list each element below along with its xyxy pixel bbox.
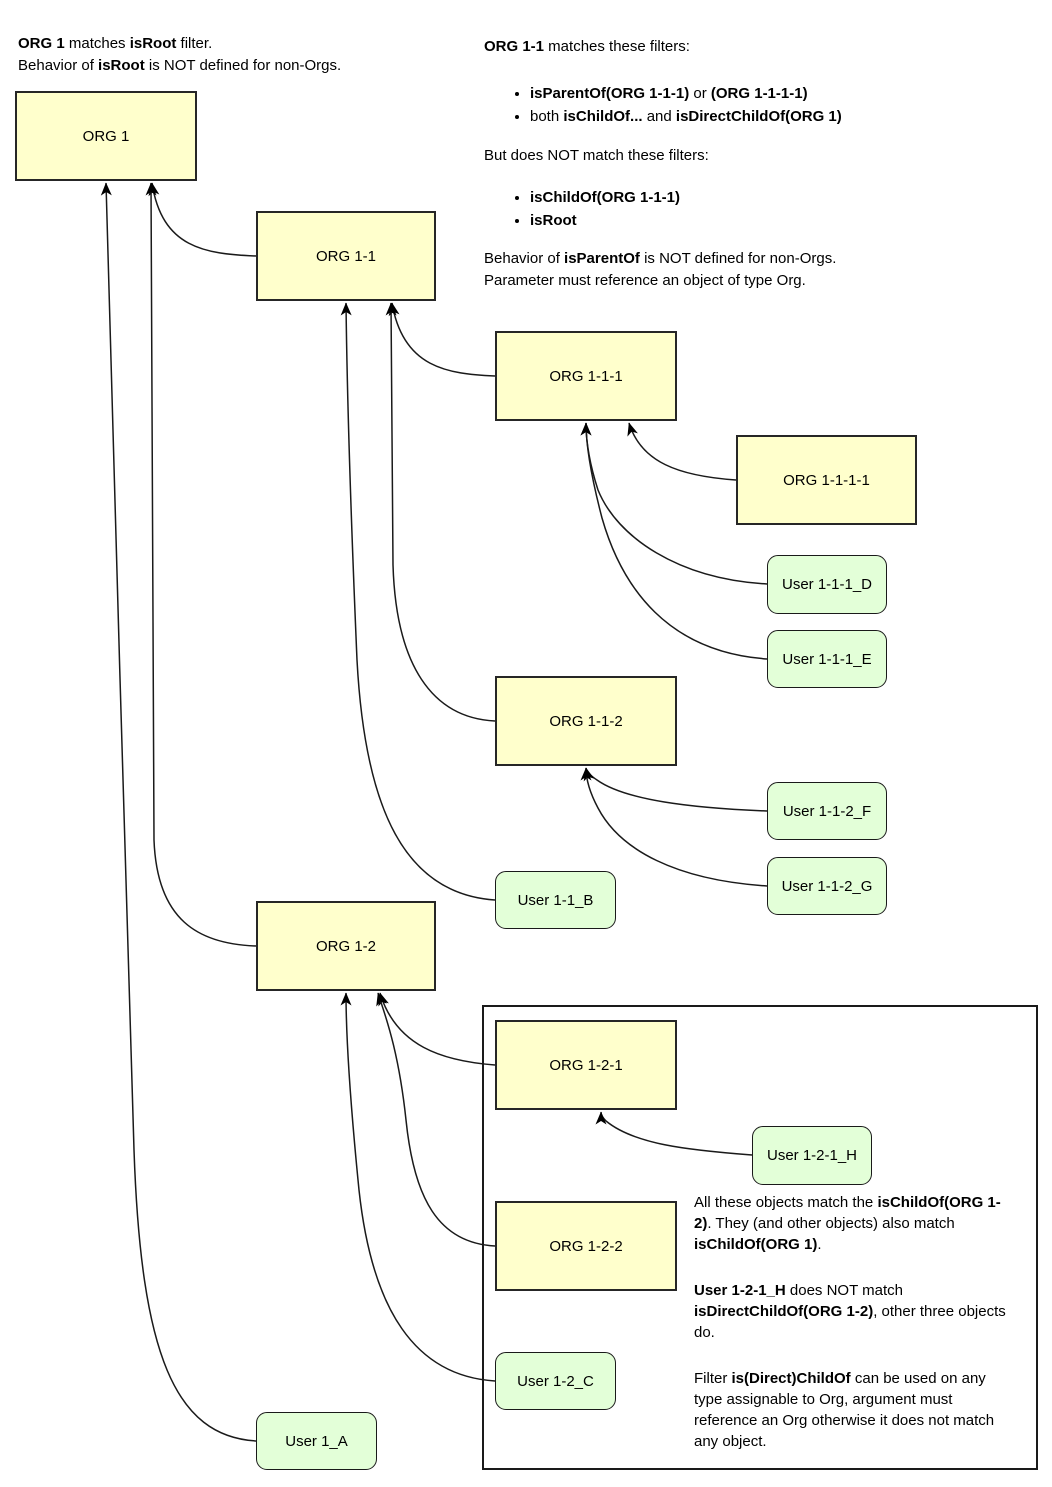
note-isroot-line-2: Behavior of isRoot is NOT defined for no… xyxy=(18,57,342,74)
node-label: ORG 1-2 xyxy=(315,937,376,955)
not-match-filter-item: isChildOf(ORG 1-1-1) xyxy=(530,186,954,209)
node-label: User 1-2-1_H xyxy=(766,1147,858,1164)
not-match-filter-item: isRoot xyxy=(530,209,954,232)
node-label: ORG 1-1 xyxy=(315,247,376,265)
node-user-1-1-1-d: User 1-1-1_D xyxy=(767,555,887,614)
note-ischildof-paragraph-1: All these objects match the isChildOf(OR… xyxy=(694,1194,1001,1253)
node-label: User 1-1-1_E xyxy=(782,650,872,668)
edge-org-1-2-to-org-1 xyxy=(145,182,257,947)
node-org-1-1-2: ORG 1-1-2 xyxy=(495,676,677,766)
edge-org-1-2-2-to-org-1-2 xyxy=(376,992,496,1247)
node-label: User 1-1-2_G xyxy=(781,877,873,895)
node-user-1-a: User 1_A xyxy=(256,1412,377,1470)
node-label: User 1-2_C xyxy=(517,1372,594,1390)
node-label: User 1-1-1_D xyxy=(781,576,873,593)
edge-user-1-1-b-to-org-1-1 xyxy=(340,302,496,901)
node-user-1-1-2-f: User 1-1-2_F xyxy=(767,782,887,840)
note-ischildof: All these objects match the isChildOf(OR… xyxy=(694,1192,1016,1452)
edge-user-1-2-1-h-to-org-1-2-1 xyxy=(595,1111,753,1156)
edge-org-1-1-1-to-org-1-1 xyxy=(388,302,496,377)
edge-user-1-1-2-g-to-org-1-1-2 xyxy=(580,767,768,887)
node-label: ORG 1-1-1-1 xyxy=(783,471,870,489)
node-org-1-2-1: ORG 1-2-1 xyxy=(495,1020,677,1110)
node-user-1-2-1-h: User 1-2-1_H xyxy=(752,1126,872,1185)
node-label: ORG 1 xyxy=(82,127,130,145)
note-ischildof-paragraph-2: User 1-2-1_H does NOT match isDirectChil… xyxy=(694,1282,1006,1341)
node-label: ORG 1-1-2 xyxy=(549,712,623,730)
node-user-1-1-2-g: User 1-1-2_G xyxy=(767,857,887,915)
note-isparentof-behavior: Behavior of isParentOf is NOT defined fo… xyxy=(484,248,954,292)
note-ischildof-paragraph-3: Filter is(Direct)ChildOf can be used on … xyxy=(694,1370,995,1450)
node-label: ORG 1-1-1 xyxy=(549,367,623,385)
node-label: ORG 1-2-2 xyxy=(549,1237,623,1255)
note-isparentof-line-2: Parameter must reference an object of ty… xyxy=(484,272,806,289)
edge-org-1-1-to-org-1 xyxy=(148,182,257,257)
node-user-1-1-b: User 1-1_B xyxy=(495,871,616,929)
node-org-1-1: ORG 1-1 xyxy=(256,211,436,301)
node-label: User 1-1-2_F xyxy=(782,802,872,820)
match-filter-item: both isChildOf... and isDirectChildOf(OR… xyxy=(530,105,954,128)
note-isparentof-line-1: Behavior of isParentOf is NOT defined fo… xyxy=(484,250,837,267)
edge-user-1-2-c-to-org-1-2 xyxy=(340,992,496,1382)
node-label: User 1_A xyxy=(285,1432,348,1450)
node-org-1-2-2: ORG 1-2-2 xyxy=(495,1201,677,1291)
node-org-1-2: ORG 1-2 xyxy=(256,901,436,991)
note-isroot: ORG 1 matches isRoot filter. Behavior of… xyxy=(18,33,478,77)
node-org-1: ORG 1 xyxy=(15,91,197,181)
not-match-intro: But does NOT match these filters: xyxy=(484,147,709,164)
node-user-1-2-c: User 1-2_C xyxy=(495,1352,616,1410)
edge-user-1-1-2-f-to-org-1-1-2 xyxy=(583,767,768,812)
node-org-1-1-1: ORG 1-1-1 xyxy=(495,331,677,421)
note-org-1-1-heading: ORG 1-1 matches these filters: xyxy=(484,38,690,55)
note-isroot-line-1: ORG 1 matches isRoot filter. xyxy=(18,35,213,52)
edge-org-1-1-2-to-org-1-1 xyxy=(385,302,496,722)
edge-user-1-1-1-e-to-org-1-1-1 xyxy=(580,422,768,660)
node-org-1-1-1-1: ORG 1-1-1-1 xyxy=(736,435,917,525)
group-container-org-1-2-children xyxy=(482,1005,1038,1470)
note-org-1-1-filters: ORG 1-1 matches these filters: isParentO… xyxy=(484,36,954,292)
match-filter-item: isParentOf(ORG 1-1-1) or (ORG 1-1-1-1) xyxy=(530,82,954,105)
node-user-1-1-1-e: User 1-1-1_E xyxy=(767,630,887,688)
not-match-filter-list: isChildOf(ORG 1-1-1) isRoot xyxy=(484,186,954,232)
node-label: ORG 1-2-1 xyxy=(549,1056,623,1074)
edge-user-1-a-to-org-1 xyxy=(100,182,257,1442)
edge-org-1-1-1-1-to-org-1-1-1 xyxy=(627,422,737,481)
match-filter-list: isParentOf(ORG 1-1-1) or (ORG 1-1-1-1) b… xyxy=(484,82,954,128)
edge-org-1-2-1-to-org-1-2 xyxy=(378,992,496,1066)
node-label: User 1-1_B xyxy=(517,891,594,909)
